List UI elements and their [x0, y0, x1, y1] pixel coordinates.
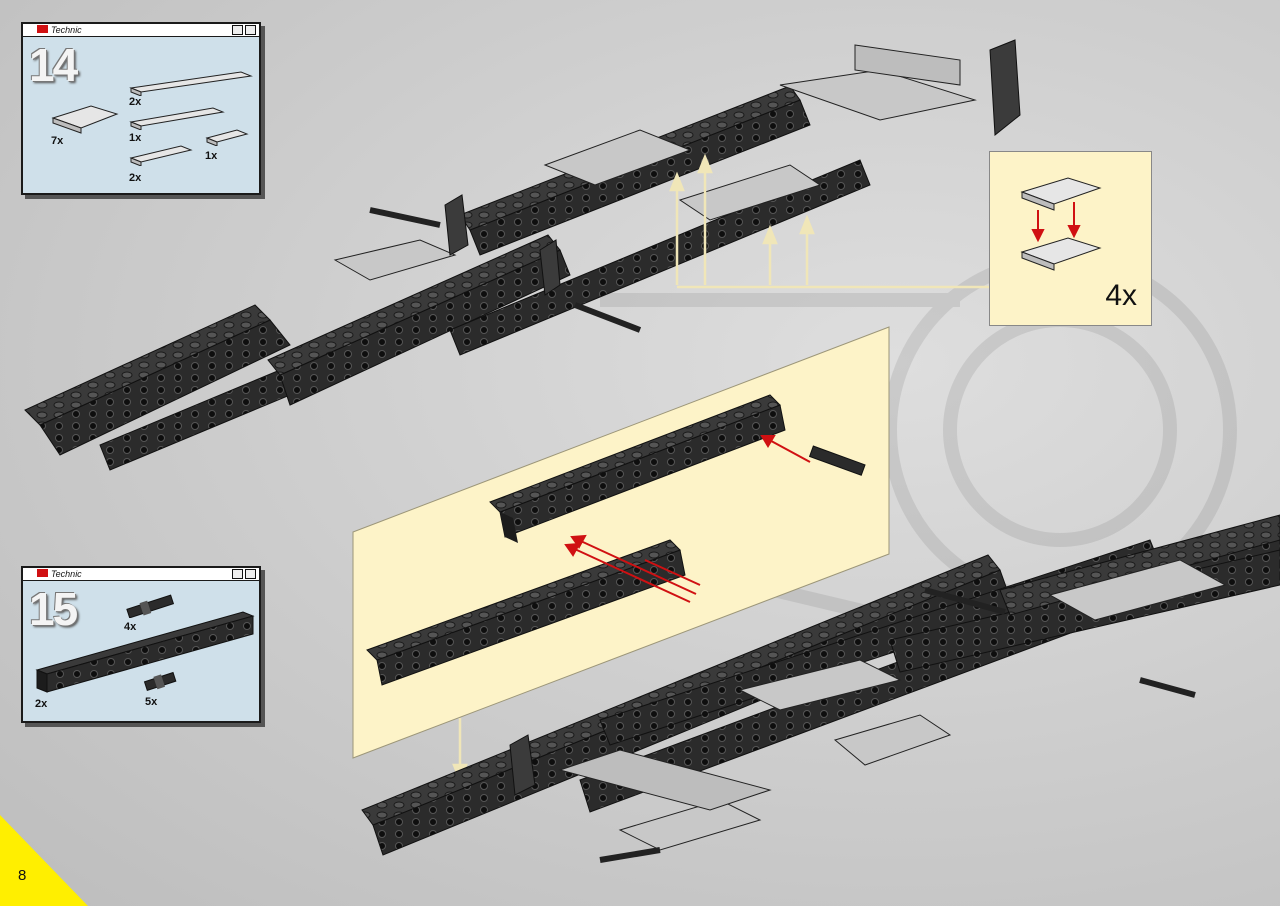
plate-1x8-icon: [129, 71, 253, 96]
plate-1x6-icon: [129, 107, 225, 130]
part-qty: 4x: [124, 621, 137, 633]
detail-beams: [366, 394, 866, 784]
part-qty: 1x: [129, 132, 142, 144]
step14-titlebar: Technic: [23, 24, 259, 37]
window-button-icon: [232, 569, 243, 579]
step14-model: [24, 39, 1021, 471]
window-button-icon: [245, 569, 256, 579]
window-button-icon: [245, 25, 256, 35]
part-qty: 5x: [145, 696, 158, 708]
subassembly-diagram: [1020, 177, 1102, 271]
step-number: 14: [29, 39, 78, 91]
window-button-icon: [232, 25, 243, 35]
plate-1x4-icon: [129, 145, 193, 166]
step15-parts-callout: Technic 15 4x 2x 5x: [21, 566, 261, 723]
connector-peg-long-icon: [126, 594, 175, 618]
plate-1x2-icon: [205, 129, 249, 146]
technic-brick-1x16-icon: [35, 611, 255, 693]
brand-logo-icon: [37, 25, 48, 33]
part-qty: 7x: [51, 135, 64, 147]
step15-model: [361, 514, 1280, 863]
part-qty: 2x: [129, 172, 142, 184]
brand-name: Technic: [51, 25, 82, 35]
part-qty: 1x: [205, 150, 218, 162]
page-number: 8: [18, 867, 27, 884]
part-qty: 2x: [129, 96, 142, 108]
step14-parts-callout: Technic 14 7x 2x 1x 1x 2x: [21, 22, 261, 195]
step-number: 15: [29, 583, 78, 635]
subassembly-inset: 4x: [989, 151, 1152, 326]
part-qty: 2x: [35, 698, 48, 710]
plate-2x3-curved-icon: [51, 105, 119, 134]
connector-peg-icon: [143, 671, 177, 692]
brand-name: Technic: [51, 569, 82, 579]
brand-logo-icon: [37, 569, 48, 577]
step15-titlebar: Technic: [23, 568, 259, 581]
assembly-count: 4x: [1105, 279, 1137, 312]
